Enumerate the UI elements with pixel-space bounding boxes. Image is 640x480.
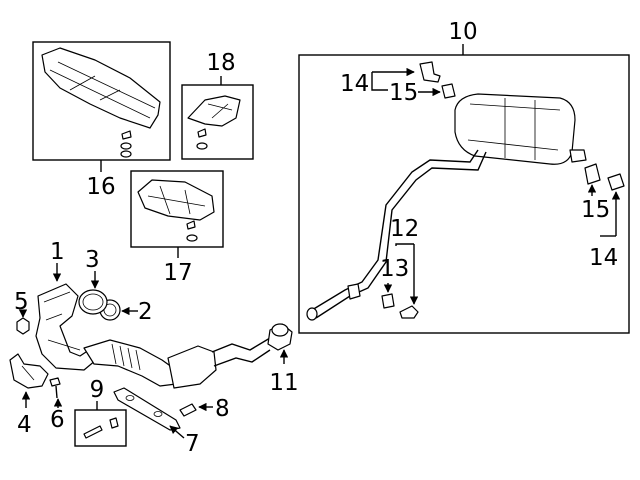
callout-8: 8 bbox=[215, 396, 230, 422]
nut bbox=[16, 317, 30, 335]
inset-box-9 bbox=[74, 409, 127, 447]
heat-shield-17-inset: 17 bbox=[130, 170, 224, 286]
pipe-inlet bbox=[306, 307, 318, 321]
muffler-assembly-inset: 10 14 15 15 14 12 bbox=[298, 19, 630, 334]
insulator-right bbox=[584, 163, 601, 185]
callout-18: 18 bbox=[206, 50, 235, 76]
small-heat-shield bbox=[187, 95, 241, 127]
callout-14-upper: 14 bbox=[340, 71, 369, 97]
callout-9: 9 bbox=[90, 377, 105, 403]
inset-box-17 bbox=[130, 170, 224, 248]
inset-box-10 bbox=[298, 54, 630, 334]
support-bracket bbox=[113, 387, 181, 431]
callout-13: 13 bbox=[380, 256, 409, 282]
callout-1: 1 bbox=[50, 239, 65, 265]
callout-5: 5 bbox=[14, 289, 29, 315]
tail-pipe bbox=[569, 149, 587, 163]
callout-15-right: 15 bbox=[581, 197, 610, 223]
bolt-6 bbox=[49, 377, 61, 387]
hanger-bracket-upper bbox=[419, 61, 441, 83]
callout-12: 12 bbox=[390, 216, 419, 242]
front-heat-shield bbox=[41, 47, 161, 129]
front-pipe-upper bbox=[211, 337, 271, 353]
resonator bbox=[167, 345, 217, 389]
callout-15-upper: 15 bbox=[389, 80, 418, 106]
inset-box-18 bbox=[181, 84, 254, 160]
callout-14-right: 14 bbox=[589, 245, 618, 271]
callout-3: 3 bbox=[85, 247, 100, 273]
stud-bolt bbox=[83, 425, 103, 439]
hardware-9-inset: 9 bbox=[74, 377, 127, 447]
callout-10: 10 bbox=[448, 19, 477, 45]
insulator-lower bbox=[381, 293, 395, 309]
hanger-bracket-lower bbox=[399, 305, 419, 319]
callout-7: 7 bbox=[185, 431, 200, 457]
stud-nut bbox=[109, 417, 119, 429]
callout-4: 4 bbox=[17, 412, 32, 438]
callout-11: 11 bbox=[269, 370, 298, 396]
hanger-bracket-right bbox=[607, 173, 625, 191]
center-heat-shield bbox=[137, 179, 215, 221]
callout-16: 16 bbox=[86, 174, 115, 200]
insulator-upper bbox=[441, 83, 456, 99]
heat-shield-18-inset: 18 bbox=[181, 50, 254, 160]
callout-6: 6 bbox=[50, 407, 65, 433]
front-exhaust bbox=[35, 283, 293, 431]
heat-shield-16-inset: 16 bbox=[32, 41, 171, 200]
mounting-bracket bbox=[9, 353, 49, 389]
callout-17: 17 bbox=[163, 260, 192, 286]
pipe-clamp bbox=[347, 283, 361, 300]
bolt-8 bbox=[179, 403, 197, 417]
callout-2: 2 bbox=[138, 299, 153, 325]
